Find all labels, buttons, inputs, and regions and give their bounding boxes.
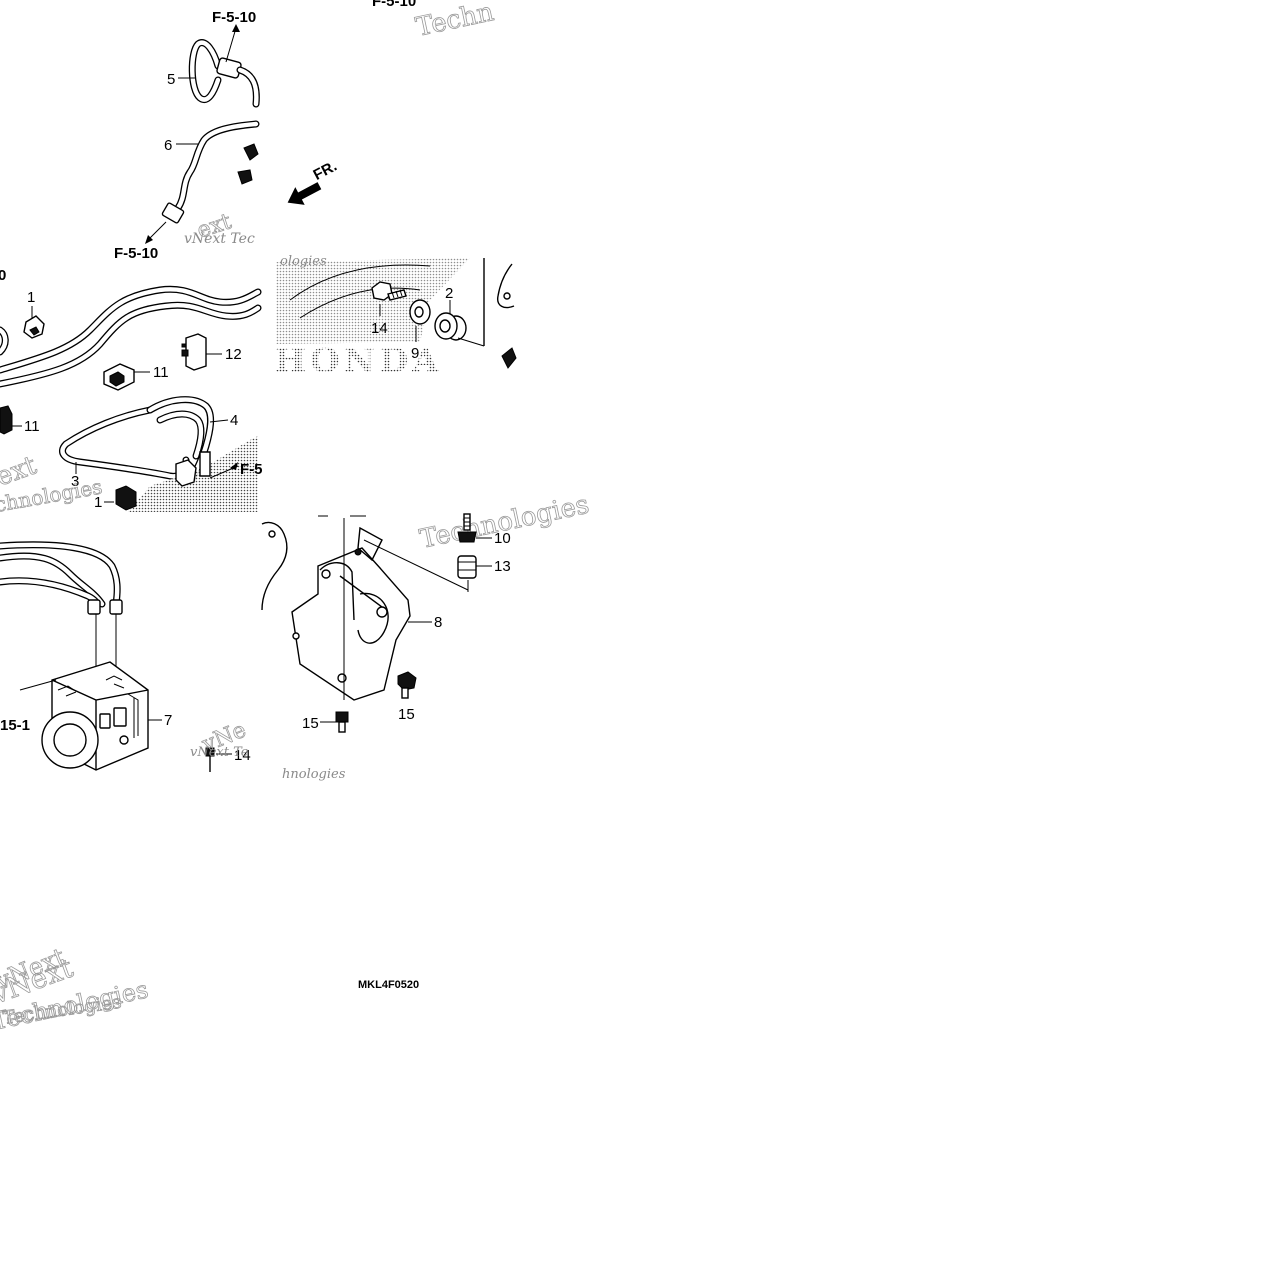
callout-11: 11 xyxy=(24,418,40,435)
callout-1: 1 xyxy=(27,289,35,306)
panel-middle-left: 0 xyxy=(0,267,263,517)
direction-label: FR. xyxy=(311,158,340,184)
abs-bracket xyxy=(291,526,411,701)
watermark: vNext Te xyxy=(190,745,249,760)
ref-label: F-5 xyxy=(240,461,263,478)
callout-10: 10 xyxy=(494,530,511,547)
callout-4: 4 xyxy=(230,412,238,429)
panel-bottom-right: Technologies xyxy=(261,489,592,782)
bolt xyxy=(397,671,417,699)
ref-label: F-5-10 xyxy=(372,0,416,10)
abs-modulator xyxy=(41,661,149,771)
ref-label: 15-1 xyxy=(0,717,30,734)
callout-14: 14 xyxy=(371,320,388,337)
front-direction-arrow: FR. xyxy=(287,158,340,205)
panel-bottom-left: 7 15-1 14 vNext Te vNe xyxy=(0,541,251,772)
clamp xyxy=(23,315,45,339)
grommet xyxy=(434,312,467,341)
clip xyxy=(181,333,207,371)
callout-13: 13 xyxy=(494,558,511,575)
watermark: vNext Tec xyxy=(184,231,255,247)
washer xyxy=(409,299,431,325)
watermark: hnologies xyxy=(282,767,346,782)
watermark: Techn xyxy=(413,0,497,43)
bolt xyxy=(371,281,407,301)
callout-6: 6 xyxy=(164,137,172,154)
diagram-code: MKL4F0520 xyxy=(358,979,419,991)
callout-14: 14 xyxy=(234,747,251,764)
grommet xyxy=(457,555,477,579)
callout-9: 9 xyxy=(411,345,419,362)
watermark: ologies xyxy=(280,254,327,269)
brand-mark: HONDA xyxy=(274,341,443,381)
callout-8: 8 xyxy=(434,614,442,631)
callout-5: 5 xyxy=(167,71,175,88)
bolt xyxy=(335,711,349,733)
callout-7: 7 xyxy=(164,712,172,729)
callout-3: 3 xyxy=(71,473,79,490)
callout-15: 15 xyxy=(398,706,415,723)
callout-1: 1 xyxy=(94,494,102,511)
callout-15: 15 xyxy=(302,715,319,732)
ref-label: F-5-10 xyxy=(114,245,158,262)
panel-top-right: F-5-10 Techn FR. xyxy=(287,0,497,205)
callout-2: 2 xyxy=(445,285,453,302)
panel-top-left: 5 6 F-5-10 F-5-10 vNext Tec ext xyxy=(114,9,260,262)
bolt xyxy=(457,513,477,543)
ref-label: 0 xyxy=(0,267,6,284)
ref-label: F-5-10 xyxy=(212,9,256,26)
clamp xyxy=(103,363,135,391)
panel-middle-right: HONDA ologies 14 9 2 xyxy=(274,254,517,381)
callout-12: 12 xyxy=(225,346,242,363)
callout-11: 11 xyxy=(153,364,169,381)
